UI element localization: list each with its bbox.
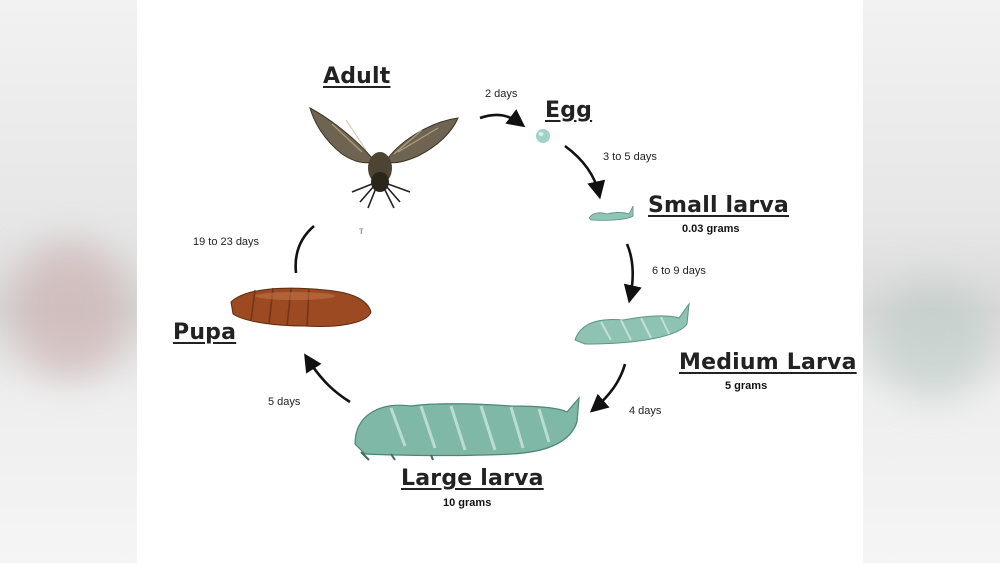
- stage-title-medium-larva: Medium Larva: [679, 350, 857, 375]
- large-larva-weight: 10 grams: [443, 497, 491, 509]
- blur-patch: [873, 280, 993, 400]
- stage-title-adult: Adult: [323, 64, 391, 89]
- duration-pupa-to-adult: 19 to 23 days: [193, 236, 259, 248]
- medium-larva-weight: 5 grams: [725, 380, 767, 392]
- arrow-small-to-medium: [627, 244, 633, 298]
- arrow-pupa-to-adult: [296, 226, 314, 273]
- moth-image: [302, 100, 462, 220]
- small-larva-weight: 0.03 grams: [682, 223, 739, 235]
- arrow-large-to-pupa: [307, 358, 350, 402]
- left-blurred-margin: [0, 0, 140, 563]
- stage-title-small-larva: Small larva: [648, 193, 789, 218]
- antenna-mark: т: [359, 226, 364, 237]
- stage-title-large-larva: Large larva: [401, 466, 544, 491]
- duration-medium-to-large: 4 days: [629, 405, 661, 417]
- duration-egg-to-small: 3 to 5 days: [603, 151, 657, 163]
- small-larva-image: [587, 202, 637, 224]
- arrow-adult-to-egg: [480, 115, 521, 124]
- right-blurred-margin: [863, 0, 1000, 563]
- egg-image: [533, 126, 553, 146]
- pupa-image: [225, 284, 375, 334]
- medium-larva-image: [571, 300, 696, 350]
- duration-large-to-pupa: 5 days: [268, 396, 300, 408]
- arrow-medium-to-large: [594, 364, 625, 409]
- life-cycle-diagram: Adult Egg Small larva Medium Larva Large…: [137, 0, 863, 563]
- stage-title-egg: Egg: [545, 98, 592, 123]
- blur-patch: [10, 240, 130, 380]
- duration-small-to-medium: 6 to 9 days: [652, 265, 706, 277]
- duration-adult-to-egg: 2 days: [485, 88, 517, 100]
- arrow-egg-to-small: [565, 146, 599, 194]
- large-larva-image: [351, 394, 583, 462]
